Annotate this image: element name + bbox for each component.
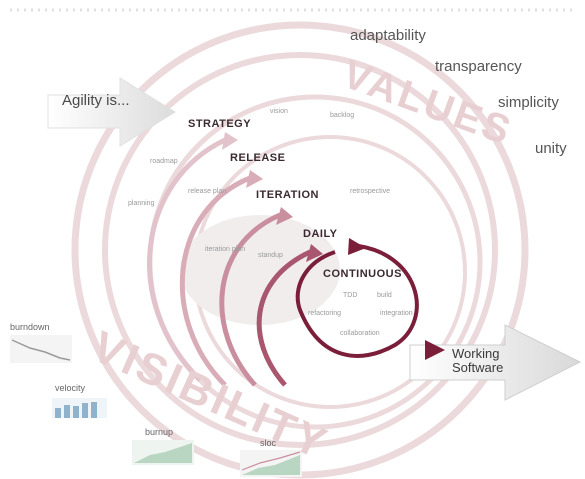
practice-tdd: TDD xyxy=(343,292,358,299)
sloc-chart xyxy=(240,450,302,477)
intro-label: Agility is... xyxy=(62,92,130,109)
practice-standup: standup xyxy=(258,252,283,259)
level-continuous: CONTINUOUS xyxy=(323,268,402,280)
strategy-arrowhead xyxy=(222,132,238,150)
outcome-line-2: Software xyxy=(452,360,504,375)
iteration-arrow xyxy=(219,212,281,387)
metric-velocity: velocity xyxy=(55,383,86,393)
release-arrow xyxy=(180,175,251,387)
continuous-arrow xyxy=(295,243,419,358)
level-daily: DAILY xyxy=(303,228,338,240)
outcome-label: Working Software xyxy=(452,347,503,375)
strategy-arrow xyxy=(147,137,227,382)
outcome-arrowhead xyxy=(425,340,445,360)
metric-burnup: burnup xyxy=(145,427,174,437)
daily-arrow xyxy=(256,249,312,387)
continuous-arrowhead xyxy=(348,238,366,255)
metric-sloc: sloc xyxy=(260,438,277,448)
practice-planning: planning xyxy=(128,200,155,207)
velocity-chart xyxy=(52,398,107,418)
practice-release-plan: release plan xyxy=(188,188,227,195)
outcome-line-1: Working xyxy=(452,346,500,361)
practice-roadmap: roadmap xyxy=(150,158,178,165)
value-adaptability: adaptability xyxy=(350,27,426,44)
practice-backlog: backlog xyxy=(330,112,355,119)
level-iteration: ITERATION xyxy=(256,189,319,201)
value-unity: unity xyxy=(535,140,567,157)
daily-arrowhead xyxy=(306,244,323,262)
level-arrows xyxy=(147,132,419,387)
outcome-arrow xyxy=(409,324,582,401)
burndown-chart xyxy=(10,335,72,363)
iteration-arrowhead xyxy=(276,207,293,225)
practice-retrospective: retrospective xyxy=(350,188,391,195)
practice-refactoring: refactoring xyxy=(308,310,342,317)
practice-vision: vision xyxy=(270,108,288,115)
practice-collaboration: collaboration xyxy=(340,330,380,337)
level-strategy: STRATEGY xyxy=(188,118,252,130)
level-release: RELEASE xyxy=(230,152,286,164)
intro-arrow xyxy=(47,77,176,147)
release-arrowhead xyxy=(246,170,263,188)
practice-build: build xyxy=(377,292,392,299)
value-transparency: transparency xyxy=(435,58,522,75)
practice-iteration-plan: iteration plan xyxy=(205,246,246,253)
practice-integration: integration xyxy=(380,310,413,317)
burnup-chart xyxy=(132,440,194,465)
metric-burndown: burndown xyxy=(10,322,50,332)
value-simplicity: simplicity xyxy=(498,94,559,111)
